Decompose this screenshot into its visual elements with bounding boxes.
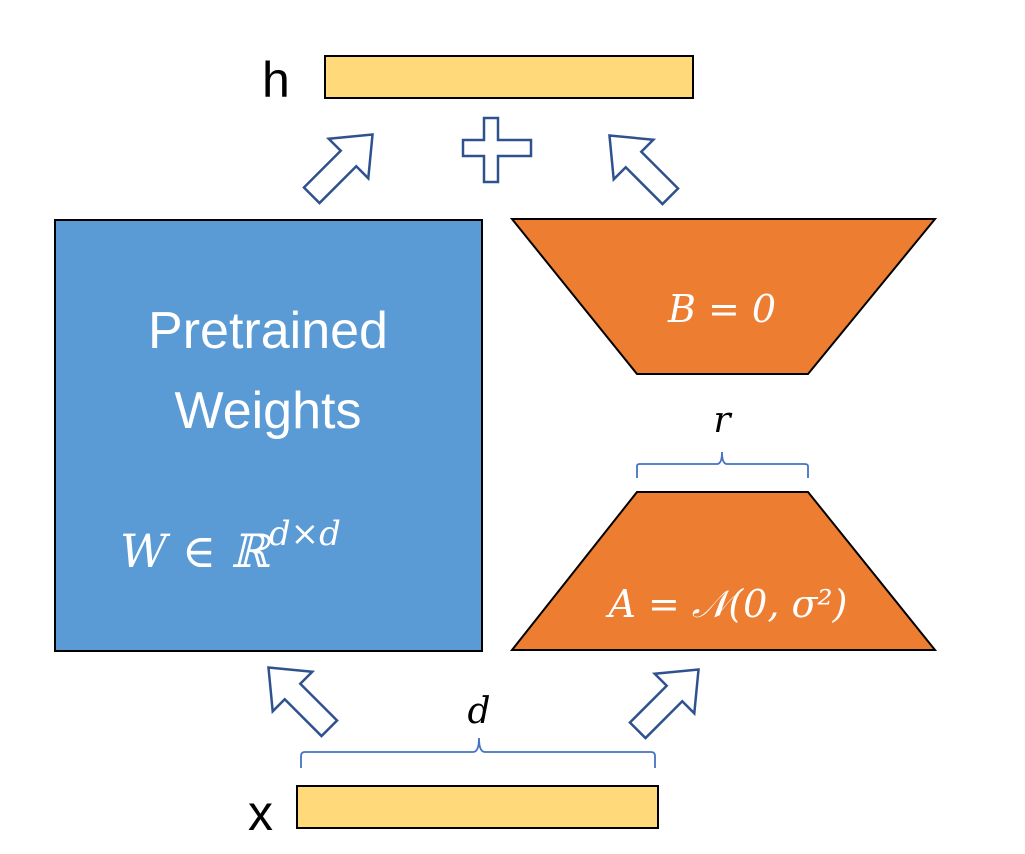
hollow-arrow-icon [267, 666, 339, 738]
arrow-pretrained-to-output [302, 133, 374, 205]
hollow-arrow-icon [302, 133, 374, 205]
arrow-input-to-a [628, 668, 700, 740]
matrix-a-block [509, 491, 938, 651]
matrix-b-label: B = 0 [667, 287, 776, 331]
pretrained-title-line2: Weights [175, 382, 362, 440]
hollow-arrow-icon [628, 668, 700, 740]
rank-label: r [713, 400, 732, 441]
dim-brace [300, 737, 656, 768]
hollow-arrow-icon [608, 134, 680, 206]
input-label: x [248, 785, 273, 841]
output-vector [324, 55, 694, 99]
matrix-a-label: A = 𝒩(0, σ²) [605, 582, 847, 626]
arrow-b-to-output [608, 134, 680, 206]
pretrained-weights-block [54, 219, 483, 652]
weight-matrix-formula: W ∈ ℝd×d [120, 514, 341, 578]
matrix-b-block [509, 218, 938, 375]
input-vector [296, 785, 659, 829]
output-label: h [262, 52, 290, 108]
plus-icon [461, 116, 533, 184]
rank-brace [636, 451, 809, 478]
weight-symbol: W ∈ ℝ [120, 524, 272, 578]
dim-label: d [467, 691, 490, 732]
weight-superscript: d×d [269, 514, 341, 554]
pretrained-title-line1: Pretrained [148, 302, 388, 360]
arrow-input-to-pretrained [267, 666, 339, 738]
